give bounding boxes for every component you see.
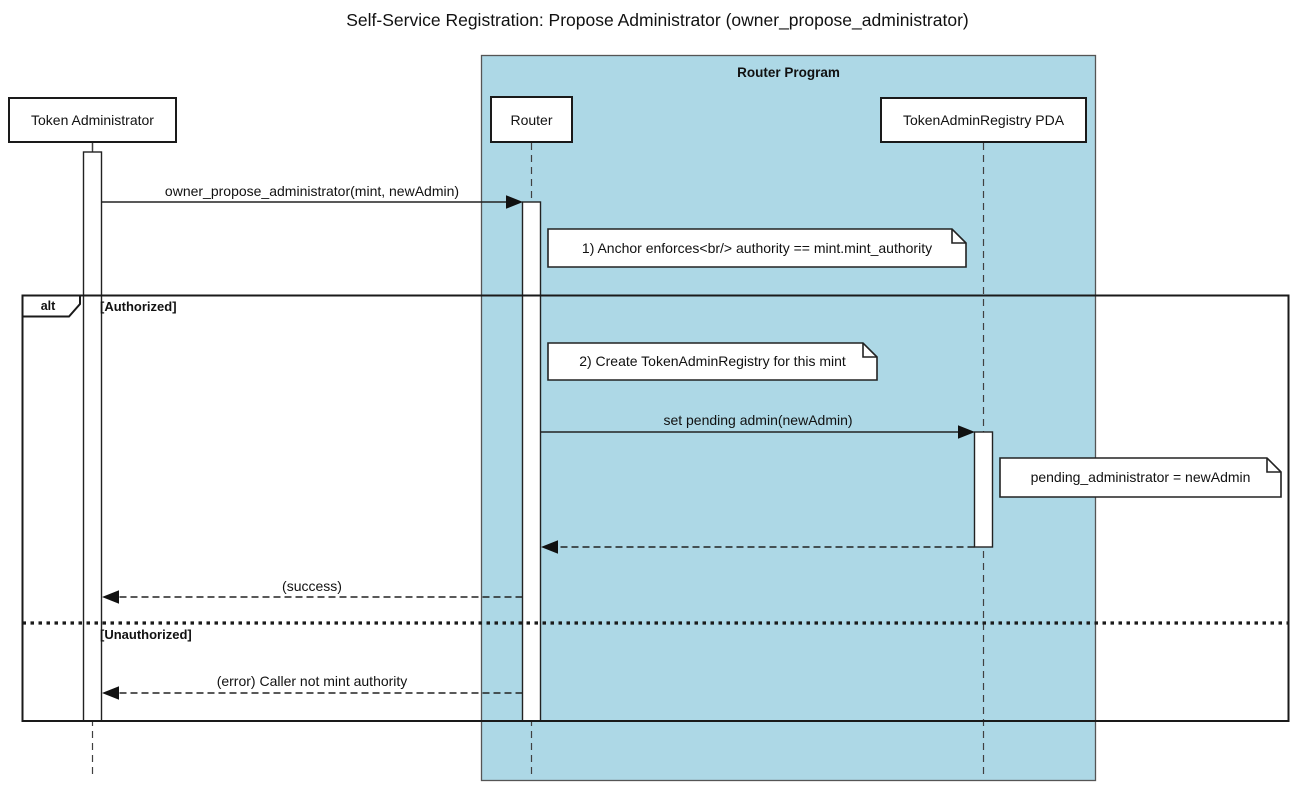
activation-token-administrator: [82, 151, 103, 722]
note-shape-anchor-enforces: [547, 228, 967, 268]
note-shape-pending-administrator: [999, 457, 1282, 498]
return-arrow-error: [102, 686, 523, 700]
message-arrow-owner-propose-administrator: [101, 195, 523, 209]
return-arrow-success: [102, 590, 523, 604]
return-arrow-registry-to-router: [541, 540, 975, 554]
alt-label-shape: [21, 294, 81, 318]
note-shape-create-registry: [547, 342, 878, 381]
alt-frame: [21, 294, 1290, 722]
activation-tokenadminregistry-pda: [973, 431, 994, 548]
activation-router: [521, 201, 542, 722]
router-program-container: [480, 54, 1097, 782]
message-arrow-set-pending-admin: [540, 425, 975, 439]
